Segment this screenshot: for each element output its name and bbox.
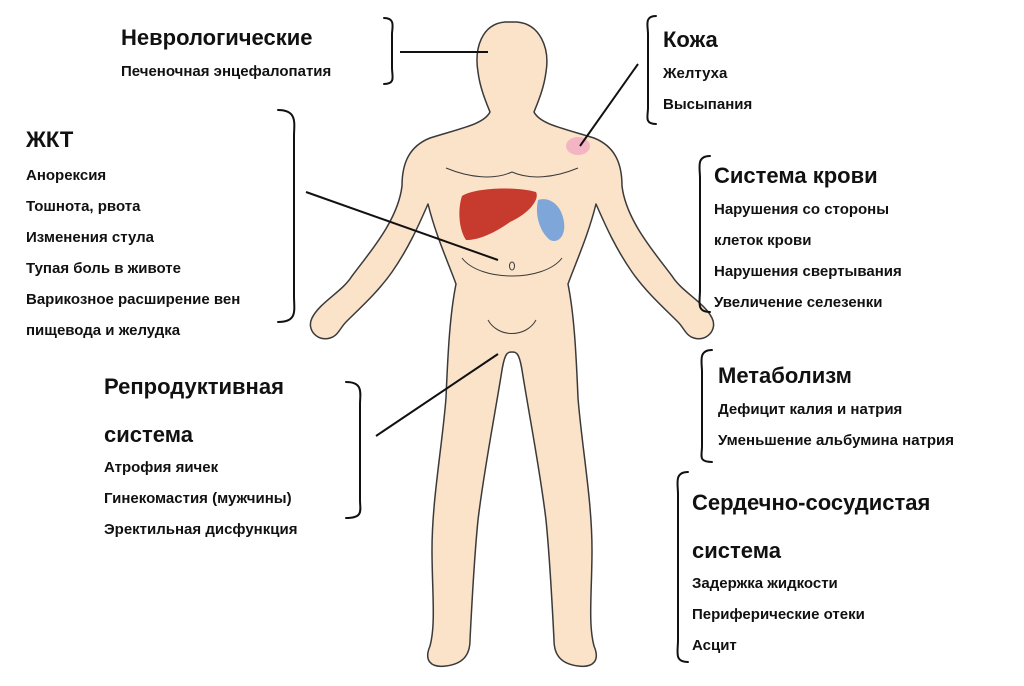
bracket-blood (698, 155, 711, 313)
group-metabolism: Метаболизм Дефицит калия и натрия Уменьш… (718, 362, 954, 456)
heading-repro-line-0: Репродуктивная (104, 374, 284, 399)
item-cardio-2: Асцит (692, 637, 737, 654)
item-repro-0: Атрофия яичек (104, 459, 219, 476)
heading-repro-line-1: система (104, 422, 193, 447)
human-body-outline (309, 21, 715, 668)
group-cardio: Сердечно-сосудистая система Задержка жид… (692, 488, 930, 661)
item-gi-3: Тупая боль в животе (26, 260, 181, 277)
item-cardio-0: Задержка жидкости (692, 575, 838, 592)
heading-neuro: Неврологические (121, 25, 313, 50)
group-blood: Система крови Нарушения со стороны клето… (714, 162, 902, 318)
leader-lines (305, 51, 639, 437)
gallbladder-organ (536, 199, 565, 242)
item-gi-5: пищевода и желудка (26, 322, 181, 339)
bracket-cardio (676, 471, 689, 663)
heading-metabolism: Метаболизм (718, 363, 852, 388)
item-metabolism-0: Дефицит калия и натрия (718, 401, 903, 418)
group-skin: Кожа Желтуха Высыпания (663, 26, 752, 120)
heading-gi: ЖКТ (26, 127, 74, 152)
abdomen-line (461, 257, 563, 277)
item-cardio-1: Периферические отеки (692, 606, 865, 623)
item-blood-1: клеток крови (714, 232, 812, 249)
heading-cardio-line-1: система (692, 538, 781, 563)
heading-skin: Кожа (663, 27, 718, 52)
bracket-gi (277, 109, 296, 323)
navel (509, 261, 515, 271)
leader-line-gi (305, 191, 499, 261)
item-blood-2: Нарушения свертывания (714, 263, 902, 280)
item-skin-0: Желтуха (663, 65, 728, 82)
brackets (277, 15, 713, 663)
group-repro: Репродуктивная система Атрофия яичек Гин… (104, 372, 297, 545)
group-gi: ЖКТ Анорексия Тошнота, рвота Изменения с… (26, 126, 240, 346)
item-gi-4: Варикозное расширение вен (26, 291, 241, 308)
leader-line-skin (579, 63, 639, 147)
item-repro-1: Гинекомастия (мужчины) (104, 490, 292, 507)
item-blood-3: Увеличение селезенки (714, 294, 883, 311)
heading-blood: Система крови (714, 163, 878, 188)
item-gi-0: Анорексия (26, 167, 107, 184)
bracket-metabolism (700, 349, 713, 463)
body-silhouette (309, 21, 715, 668)
item-gi-2: Изменения стула (26, 229, 154, 246)
group-neuro: Неврологические Печеночная энцефалопатия (121, 24, 331, 87)
item-skin-1: Высыпания (663, 96, 753, 113)
item-metabolism-1: Уменьшение альбумина натрия (718, 432, 955, 449)
bracket-repro (345, 381, 362, 519)
skin-rash-spot (566, 137, 590, 155)
liver-organ (459, 188, 537, 240)
bracket-skin (646, 15, 657, 125)
chest-line (445, 167, 579, 178)
item-gi-1: Тошнота, рвота (26, 198, 141, 215)
bracket-neuro (383, 17, 394, 85)
item-neuro-0: Печеночная энцефалопатия (121, 63, 332, 80)
groin-line (487, 319, 537, 334)
heading-cardio-line-0: Сердечно-сосудистая (692, 490, 931, 515)
item-blood-0: Нарушения со стороны (714, 201, 890, 218)
leader-line-repro (375, 353, 499, 437)
item-repro-2: Эректильная дисфункция (104, 521, 298, 538)
